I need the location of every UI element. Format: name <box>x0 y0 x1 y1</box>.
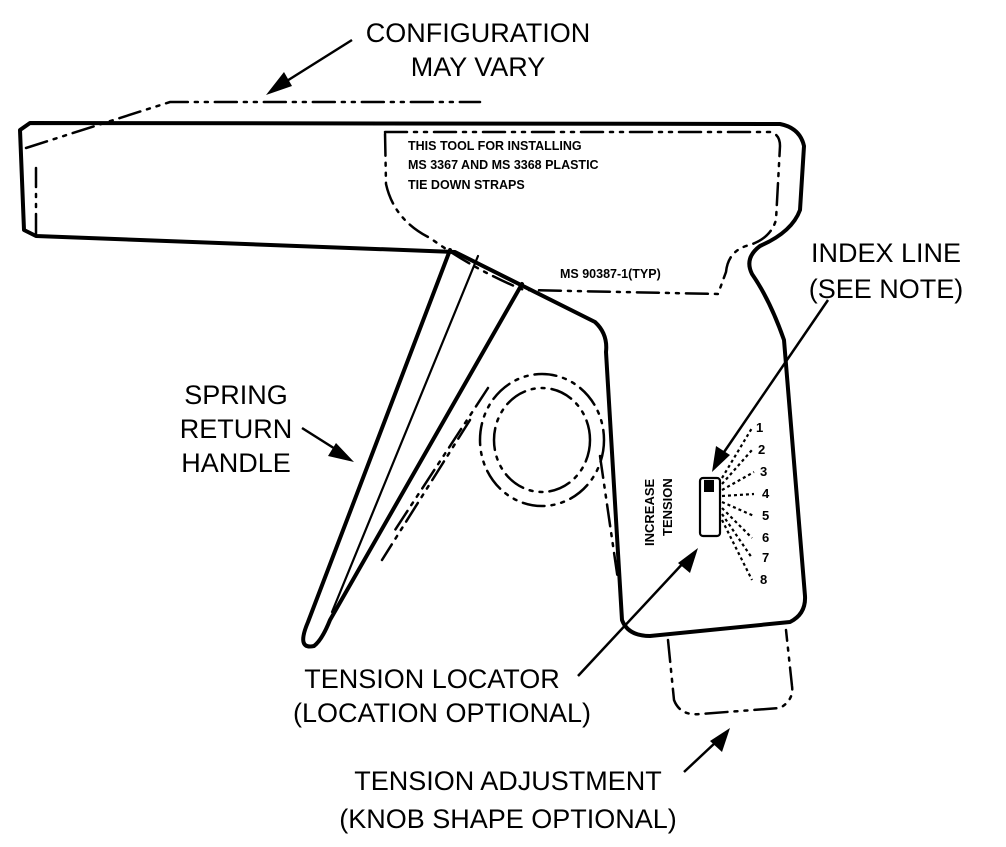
tension-locator-pin <box>704 480 714 492</box>
leader-tension-adjustment <box>683 741 717 773</box>
spring-linkage <box>380 386 620 582</box>
handle-inner-edge <box>330 254 480 614</box>
callout-adjustment-line-2: (KNOB SHAPE OPTIONAL) <box>339 804 677 834</box>
tension-scale-mark: 1 <box>756 420 763 435</box>
tension-scale-mark: 8 <box>760 572 767 587</box>
arrow-spring-handle <box>328 443 354 462</box>
tension-scale-mark: 5 <box>762 508 769 523</box>
caption-increase: INCREASE <box>642 478 657 546</box>
callout-locator-line-1: TENSION LOCATOR <box>304 664 560 694</box>
callout-locator-line-2: (LOCATION OPTIONAL) <box>293 698 591 728</box>
tension-scale-mark: 4 <box>762 486 770 501</box>
tool-label-line-2: MS 3367 AND MS 3368 PLASTIC <box>408 158 599 172</box>
spring-ring-inner <box>492 386 592 494</box>
increase-tension-caption: INCREASE TENSION <box>642 478 675 546</box>
leader-index-line <box>718 299 830 459</box>
arrow-tension-locator <box>678 548 698 573</box>
tension-scale-mark: 6 <box>762 530 769 545</box>
callout-spring-line-1: SPRING <box>184 380 288 410</box>
arrow-index-line <box>712 446 730 472</box>
callout-index-line-2: (SEE NOTE) <box>809 274 964 304</box>
leader-configuration <box>281 38 353 86</box>
callout-adjustment-line-1: TENSION ADJUSTMENT <box>354 766 662 796</box>
tension-scale-mark: 2 <box>758 442 765 457</box>
arrow-configuration <box>266 72 292 95</box>
tool-label-line-1: THIS TOOL FOR INSTALLING <box>408 139 582 153</box>
spring-return-handle <box>301 248 524 649</box>
label-plate <box>383 130 782 296</box>
tool-label-line-3: TIE DOWN STRAPS <box>408 178 525 192</box>
callout-configuration-line-1: CONFIGURATION <box>366 18 591 48</box>
alt-config-line <box>24 100 482 150</box>
part-number-label: MS 90387-1(TYP) <box>560 267 661 281</box>
callout-spring-line-2: RETURN <box>180 414 293 444</box>
callout-index-line-1: INDEX LINE <box>811 238 961 268</box>
tension-scale-mark: 3 <box>760 464 767 479</box>
tool-body-outline <box>18 121 808 638</box>
tension-scale-rays <box>721 427 755 581</box>
tension-scale-marks: 1 2 3 4 5 6 7 8 <box>756 420 770 587</box>
callout-spring-line-3: HANDLE <box>181 448 291 478</box>
spring-ring <box>478 372 606 508</box>
tension-knob <box>666 628 794 716</box>
tension-scale-mark: 7 <box>762 550 769 565</box>
arrow-tension-adjustment <box>710 728 730 752</box>
tension-locator-slot <box>698 476 722 538</box>
leader-tension-locator <box>577 559 687 677</box>
callout-configuration-line-2: MAY VARY <box>411 52 546 82</box>
caption-tension: TENSION <box>660 478 675 536</box>
